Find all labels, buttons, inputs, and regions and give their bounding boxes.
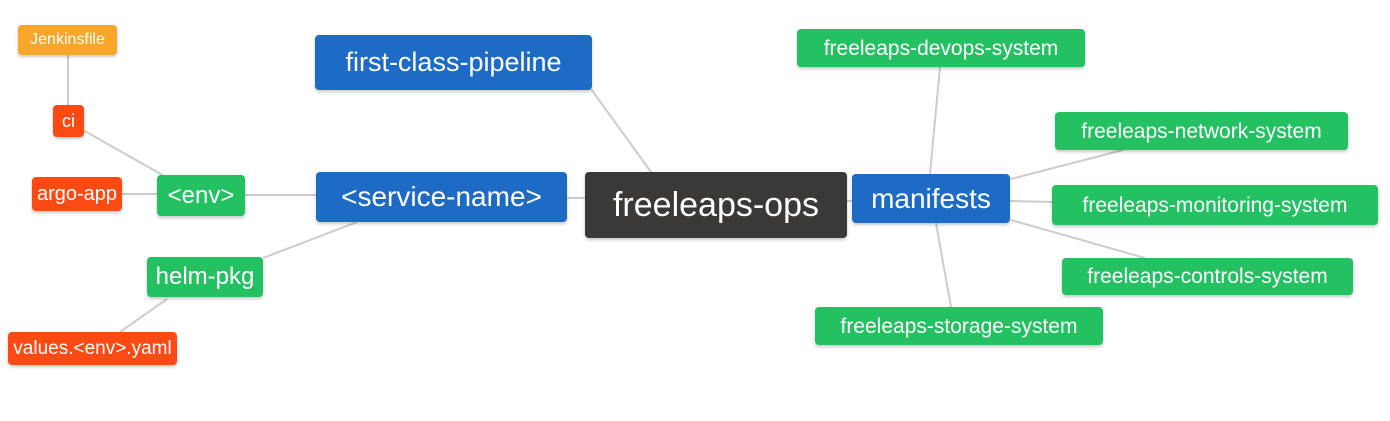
node-freeleaps-ops[interactable]: freeleaps-ops: [585, 172, 847, 238]
node-freeleaps-controls-system[interactable]: freeleaps-controls-system: [1062, 258, 1353, 295]
node-freeleaps-network-system[interactable]: freeleaps-network-system: [1055, 112, 1348, 150]
edge-values-helm-pkg: [119, 298, 168, 333]
node-freeleaps-storage-system[interactable]: freeleaps-storage-system: [815, 307, 1103, 345]
edge-manifests-controls: [1010, 219, 1146, 259]
node-service-name[interactable]: <service-name>: [316, 172, 567, 222]
node-first-class-pipeline[interactable]: first-class-pipeline: [315, 35, 592, 90]
node-freeleaps-monitoring-system[interactable]: freeleaps-monitoring-system: [1052, 185, 1378, 225]
node-ci[interactable]: ci: [53, 105, 84, 137]
node-manifests[interactable]: manifests: [852, 174, 1010, 223]
edge-manifests-storage: [935, 222, 952, 308]
node-freeleaps-devops-system[interactable]: freeleaps-devops-system: [797, 29, 1085, 67]
edge-pipeline-root: [590, 88, 652, 173]
edge-helm-pkg-service-name: [262, 221, 358, 259]
node-env[interactable]: <env>: [157, 175, 245, 216]
edge-manifests-monitoring: [1009, 200, 1053, 203]
node-helm-pkg[interactable]: helm-pkg: [147, 257, 263, 297]
node-values-env-yaml[interactable]: values.<env>.yaml: [8, 332, 177, 365]
node-argo-app[interactable]: argo-app: [32, 177, 122, 211]
edge-devops-manifests: [929, 66, 941, 175]
edge-manifests-network: [1010, 149, 1124, 180]
node-jenkinsfile[interactable]: Jenkinsfile: [18, 25, 117, 55]
edge-ci-env: [82, 129, 167, 178]
